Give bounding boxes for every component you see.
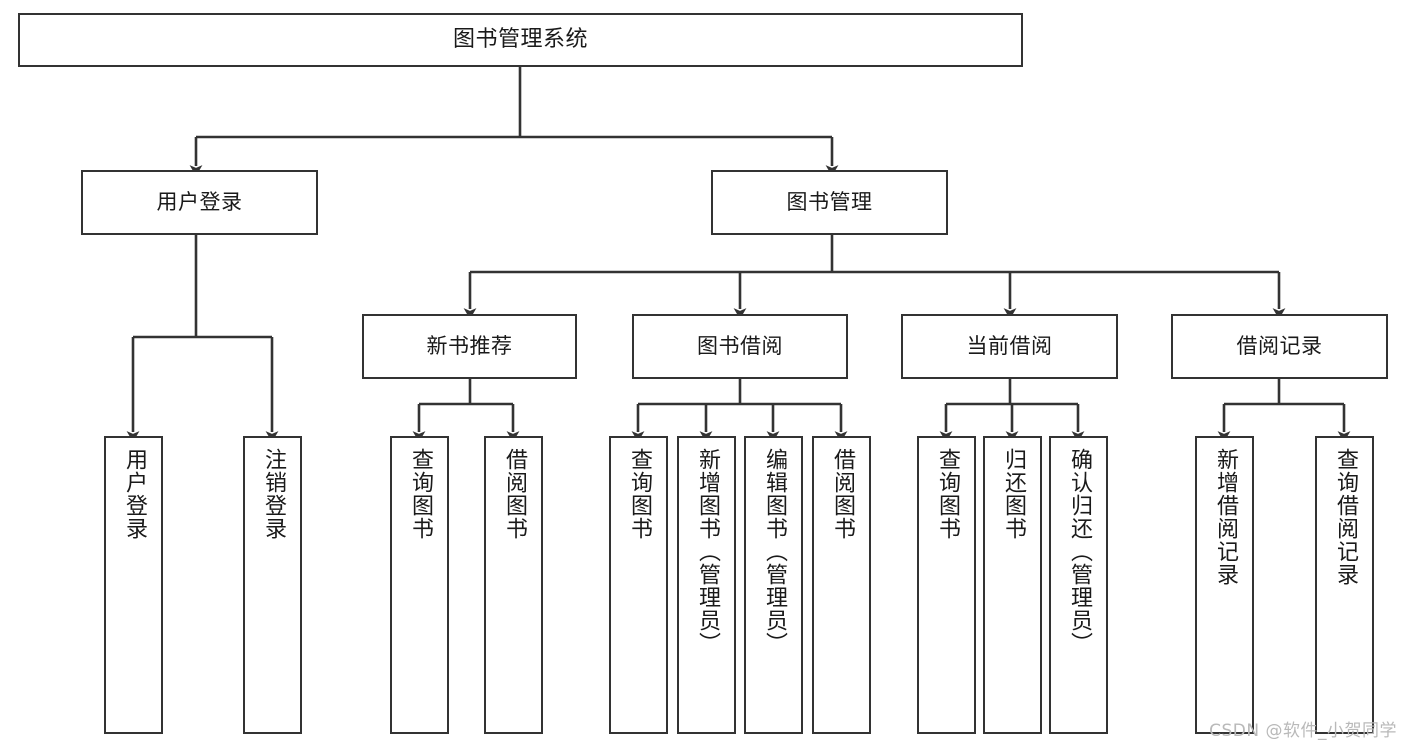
leaf-borrow-record-query-record[interactable]: 查询借阅记录 [1315, 436, 1374, 734]
node-borrow-record[interactable]: 借阅记录 [1171, 314, 1388, 379]
node-label: 用户登录 [121, 448, 147, 540]
watermark-text: CSDN @软件_小贺同学 [1209, 721, 1397, 741]
leaf-book-borrow-edit-book-admin[interactable]: 编辑图书（管理员） [744, 436, 803, 734]
node-label: 图书管理系统 [452, 27, 588, 53]
leaf-book-borrow-borrow-books[interactable]: 借阅图书 [812, 436, 871, 734]
node-label: 查询图书 [934, 448, 960, 540]
leaf-user-login-logout[interactable]: 注销登录 [243, 436, 302, 734]
leaf-current-borrow-return-books[interactable]: 归还图书 [983, 436, 1042, 734]
node-current-borrow[interactable]: 当前借阅 [901, 314, 1118, 379]
node-label: 归还图书 [1000, 448, 1026, 540]
node-label: 借阅图书 [829, 448, 855, 540]
leaf-user-login-login[interactable]: 用户登录 [104, 436, 163, 734]
leaf-book-borrow-query-books[interactable]: 查询图书 [609, 436, 668, 734]
leaf-current-borrow-query-books[interactable]: 查询图书 [917, 436, 976, 734]
node-label: 新增图书（管理员） [694, 448, 720, 655]
node-label: 用户登录 [156, 190, 243, 215]
leaf-borrow-record-add-record[interactable]: 新增借阅记录 [1195, 436, 1254, 734]
leaf-current-borrow-confirm-return-admin[interactable]: 确认归还（管理员） [1049, 436, 1108, 734]
node-new-book-recommend[interactable]: 新书推荐 [362, 314, 577, 379]
node-label: 图书管理 [786, 190, 873, 215]
node-label: 新书推荐 [426, 334, 513, 359]
node-label: 借阅记录 [1236, 334, 1323, 359]
node-label: 编辑图书（管理员） [761, 448, 787, 655]
node-book-borrow[interactable]: 图书借阅 [632, 314, 848, 379]
node-root-book-management-system[interactable]: 图书管理系统 [18, 13, 1023, 67]
node-label: 确认归还（管理员） [1066, 448, 1092, 655]
leaf-new-book-borrow-books[interactable]: 借阅图书 [484, 436, 543, 734]
node-label: 当前借阅 [966, 334, 1053, 359]
node-book-management[interactable]: 图书管理 [711, 170, 948, 235]
node-label: 新增借阅记录 [1212, 448, 1238, 586]
node-label: 注销登录 [260, 448, 286, 540]
node-label: 查询图书 [407, 448, 433, 540]
node-label: 查询图书 [626, 448, 652, 540]
node-user-login[interactable]: 用户登录 [81, 170, 318, 235]
node-label: 图书借阅 [697, 334, 783, 359]
leaf-book-borrow-add-book-admin[interactable]: 新增图书（管理员） [677, 436, 736, 734]
node-label: 借阅图书 [501, 448, 527, 540]
leaf-new-book-query-books[interactable]: 查询图书 [390, 436, 449, 734]
node-label: 查询借阅记录 [1332, 448, 1358, 586]
